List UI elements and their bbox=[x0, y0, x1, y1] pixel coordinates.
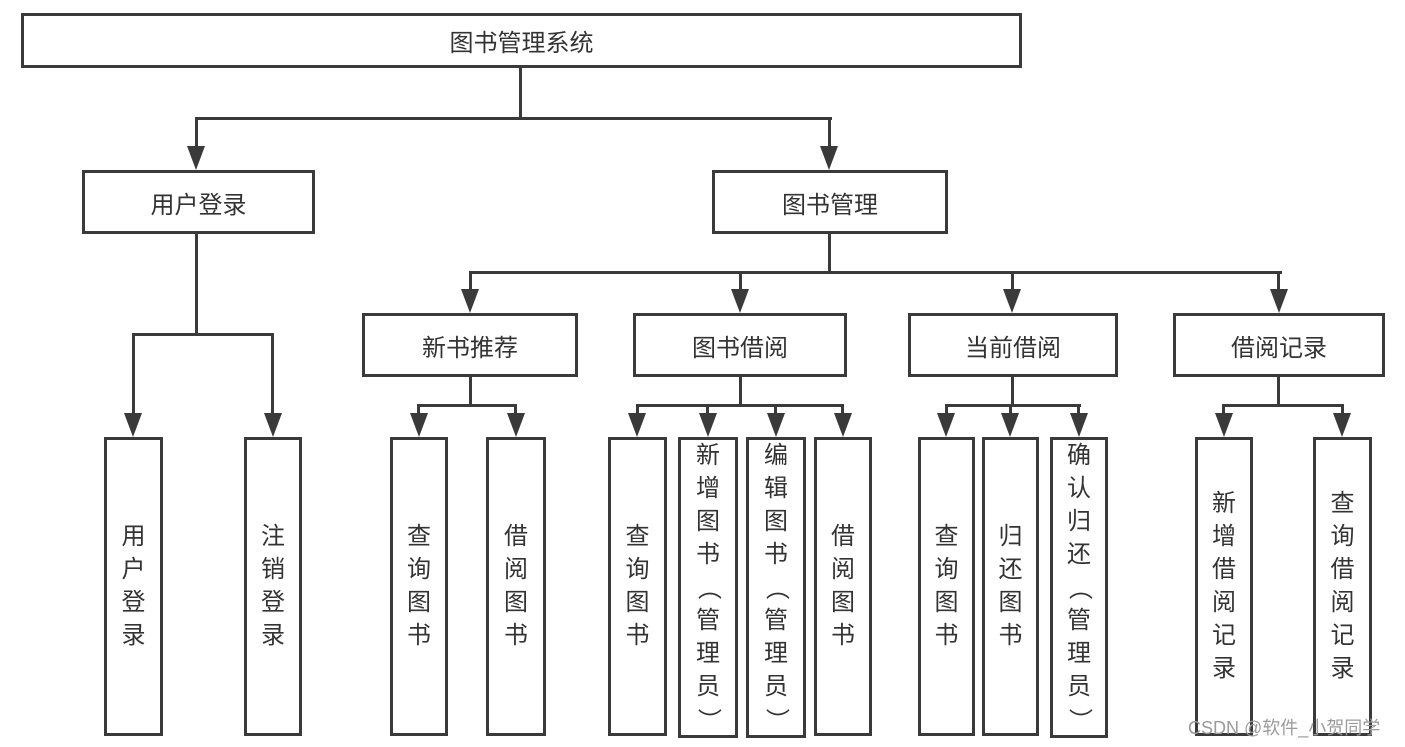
arrowhead bbox=[834, 413, 852, 437]
query-books-leaf-borrow: 查询图书 bbox=[608, 437, 667, 736]
arrowhead bbox=[264, 413, 282, 437]
connector-line bbox=[519, 68, 522, 118]
arrowhead bbox=[461, 289, 479, 313]
add-book-admin-leaf: 新增图书（管理员） bbox=[678, 437, 738, 738]
current-borrow-node: 当前借阅 bbox=[908, 313, 1118, 377]
arrowhead bbox=[124, 413, 142, 437]
connector-line bbox=[469, 377, 472, 406]
arrowhead bbox=[1215, 413, 1233, 437]
connector-line bbox=[739, 377, 742, 406]
arrowhead bbox=[1270, 289, 1288, 313]
connector-line bbox=[132, 333, 135, 415]
connector-line bbox=[417, 404, 517, 407]
edit-book-admin-leaf: 编辑图书（管理员） bbox=[746, 437, 806, 738]
add-borrow-record-leaf: 新增借阅记录 bbox=[1195, 437, 1253, 736]
book-borrow-node: 图书借阅 bbox=[633, 313, 847, 377]
arrowhead bbox=[937, 413, 955, 437]
arrowhead bbox=[767, 413, 785, 437]
connector-line bbox=[945, 404, 1081, 407]
connector-line bbox=[271, 333, 274, 415]
arrowhead bbox=[1070, 413, 1088, 437]
connector-line bbox=[1222, 404, 1344, 407]
new-book-recommend-node: 新书推荐 bbox=[362, 313, 578, 377]
arrowhead bbox=[1333, 413, 1351, 437]
logout-leaf: 注销登录 bbox=[244, 437, 302, 736]
user-login-node: 用户登录 bbox=[82, 170, 315, 234]
connector-line bbox=[945, 404, 948, 415]
connector-line bbox=[195, 117, 832, 120]
confirm-return-admin-leaf: 确认归还（管理员） bbox=[1050, 437, 1108, 738]
watermark: CSDN @软件_小贺同学 bbox=[1188, 718, 1381, 738]
connector-line bbox=[1077, 404, 1080, 415]
connector-line bbox=[828, 117, 831, 150]
arrowhead bbox=[187, 146, 205, 170]
borrow-records-node: 借阅记录 bbox=[1173, 313, 1385, 377]
connector-line bbox=[636, 404, 639, 415]
return-books-leaf: 归还图书 bbox=[982, 437, 1039, 736]
query-books-leaf-current: 查询图书 bbox=[918, 437, 975, 736]
borrow-books-leaf-recommend: 借阅图书 bbox=[486, 437, 546, 736]
user-login-leaf: 用户登录 bbox=[104, 437, 163, 736]
connector-line bbox=[828, 234, 831, 273]
connector-line bbox=[636, 404, 844, 407]
connector-line bbox=[417, 404, 420, 415]
connector-line bbox=[706, 404, 709, 415]
connector-line bbox=[774, 404, 777, 415]
connector-line bbox=[1277, 271, 1280, 292]
connector-line bbox=[1277, 377, 1280, 406]
connector-line bbox=[739, 271, 742, 292]
connector-line bbox=[1341, 404, 1344, 415]
arrowhead bbox=[1001, 413, 1019, 437]
query-books-leaf-recommend: 查询图书 bbox=[390, 437, 448, 736]
connector-line bbox=[1222, 404, 1225, 415]
arrowhead bbox=[507, 413, 525, 437]
borrow-books-leaf-borrow: 借阅图书 bbox=[814, 437, 872, 736]
arrowhead bbox=[410, 413, 428, 437]
book-management-node: 图书管理 bbox=[712, 170, 948, 234]
connector-line bbox=[1009, 404, 1012, 415]
connector-line bbox=[841, 404, 844, 415]
arrowhead bbox=[1003, 289, 1021, 313]
connector-line bbox=[195, 117, 198, 150]
connector-line bbox=[195, 234, 198, 335]
connector-line bbox=[514, 404, 517, 415]
arrowhead bbox=[699, 413, 717, 437]
connector-line bbox=[1011, 377, 1014, 406]
arrowhead bbox=[820, 146, 838, 170]
connector-line bbox=[1011, 271, 1014, 292]
query-borrow-record-leaf: 查询借阅记录 bbox=[1313, 437, 1372, 736]
arrowhead bbox=[628, 413, 646, 437]
arrowhead bbox=[731, 289, 749, 313]
connector-line bbox=[469, 271, 1282, 274]
system-root-node: 图书管理系统 bbox=[21, 13, 1022, 68]
connector-line bbox=[132, 333, 274, 336]
connector-line bbox=[469, 271, 472, 292]
